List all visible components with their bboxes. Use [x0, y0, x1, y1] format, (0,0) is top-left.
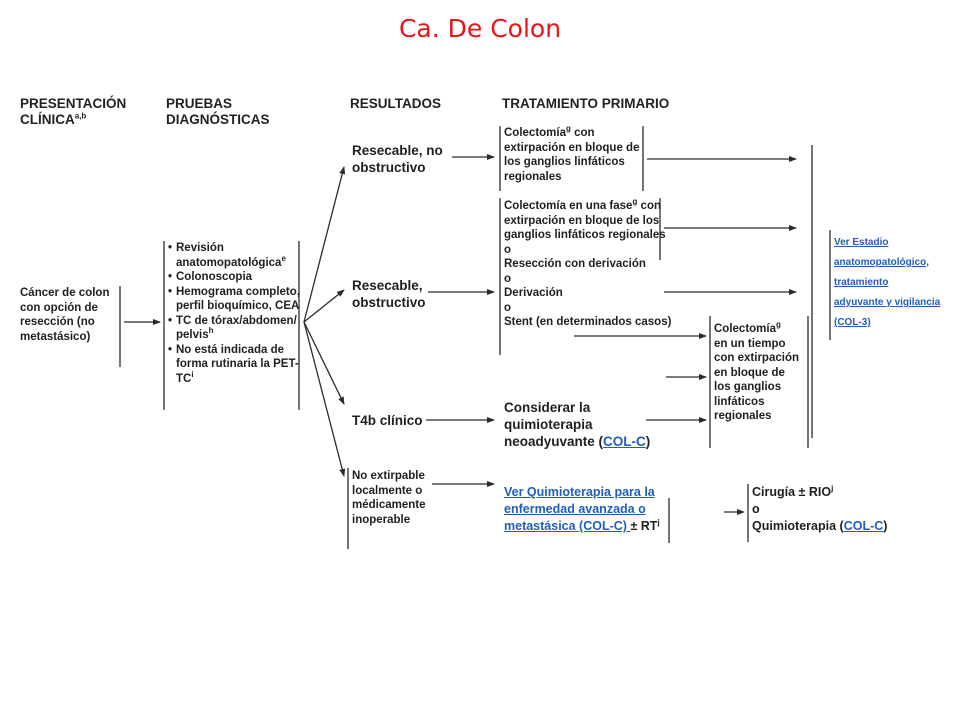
treatment-obstructivo-options: Colectomía en una faseg con extirpación …: [504, 197, 672, 328]
secondary-colectomia: Colectomíag en un tiempo con extirpación…: [714, 320, 799, 422]
result-no-extirpable: No extirpable localmente o médicamente i…: [352, 470, 426, 526]
header-resultados: RESULTADOS: [350, 96, 441, 111]
result-t4b: T4b clínico: [352, 413, 423, 428]
secondary-cirugia-quimio: Cirugía ± RIOj o Quimioterapia (COL-C): [752, 483, 888, 533]
link-col-c-quimioterapia[interactable]: COL-C: [843, 519, 884, 533]
link-ver-estadio-l4[interactable]: adyuvante y vigilancia: [834, 297, 941, 308]
result-resecable-no-obstructivo: Resecable, no obstructivo: [352, 143, 443, 175]
link-quimio-avanzada-l2[interactable]: enfermedad avanzada o: [504, 502, 646, 516]
arrow-to-r4: [303, 321, 346, 477]
link-ver-estadio-l5[interactable]: (COL-3): [834, 317, 871, 328]
treatment-quimio-neoadyuvante: Considerar la quimioterapia neoadyuvante…: [504, 400, 651, 449]
link-ver-estadio-l2[interactable]: anatomopatológico,: [834, 257, 929, 268]
presentation-box: Cáncer de colon con opción de resección …: [20, 287, 110, 343]
link-col-c-neoadyuvante[interactable]: COL-C: [603, 434, 646, 449]
result-resecable-obstructivo: Resecable, obstructivo: [352, 278, 426, 310]
arrow-to-r2: [303, 289, 345, 323]
link-ver-estadio-l3[interactable]: tratamiento: [834, 277, 889, 288]
link-quimio-avanzada-l3[interactable]: metastásica (COL-C): [504, 519, 631, 533]
slide-title: Ca. De Colon: [398, 14, 562, 43]
header-presentacion: PRESENTACIÓN CLÍNICAa,b: [20, 96, 127, 127]
test-item-tc: TC de tórax/abdomen/pelvish: [168, 314, 300, 343]
test-item-colonoscopia: Colonoscopia: [168, 270, 300, 285]
treatment-quimio-avanzada: Ver Quimioterapia para la enfermedad ava…: [504, 485, 660, 533]
treatment-colectomia-bloque: Colectomíag con extirpación en bloque de…: [504, 124, 640, 183]
test-item-hemograma: Hemograma completo,perfil bioquímico, CE…: [168, 285, 300, 314]
final-ver-estadio: Ver Estadio anatomopatológico, tratamien…: [834, 233, 940, 333]
header-tratamiento: TRATAMIENTO PRIMARIO: [502, 96, 670, 111]
link-quimio-avanzada-l1[interactable]: Ver Quimioterapia para la: [504, 485, 655, 499]
arrow-to-r1: [303, 166, 346, 323]
header-pruebas: PRUEBAS DIAGNÓSTICAS: [166, 96, 270, 127]
link-ver-estadio-l1[interactable]: Ver Estadio: [834, 237, 889, 248]
arrow-to-r3: [303, 321, 345, 405]
